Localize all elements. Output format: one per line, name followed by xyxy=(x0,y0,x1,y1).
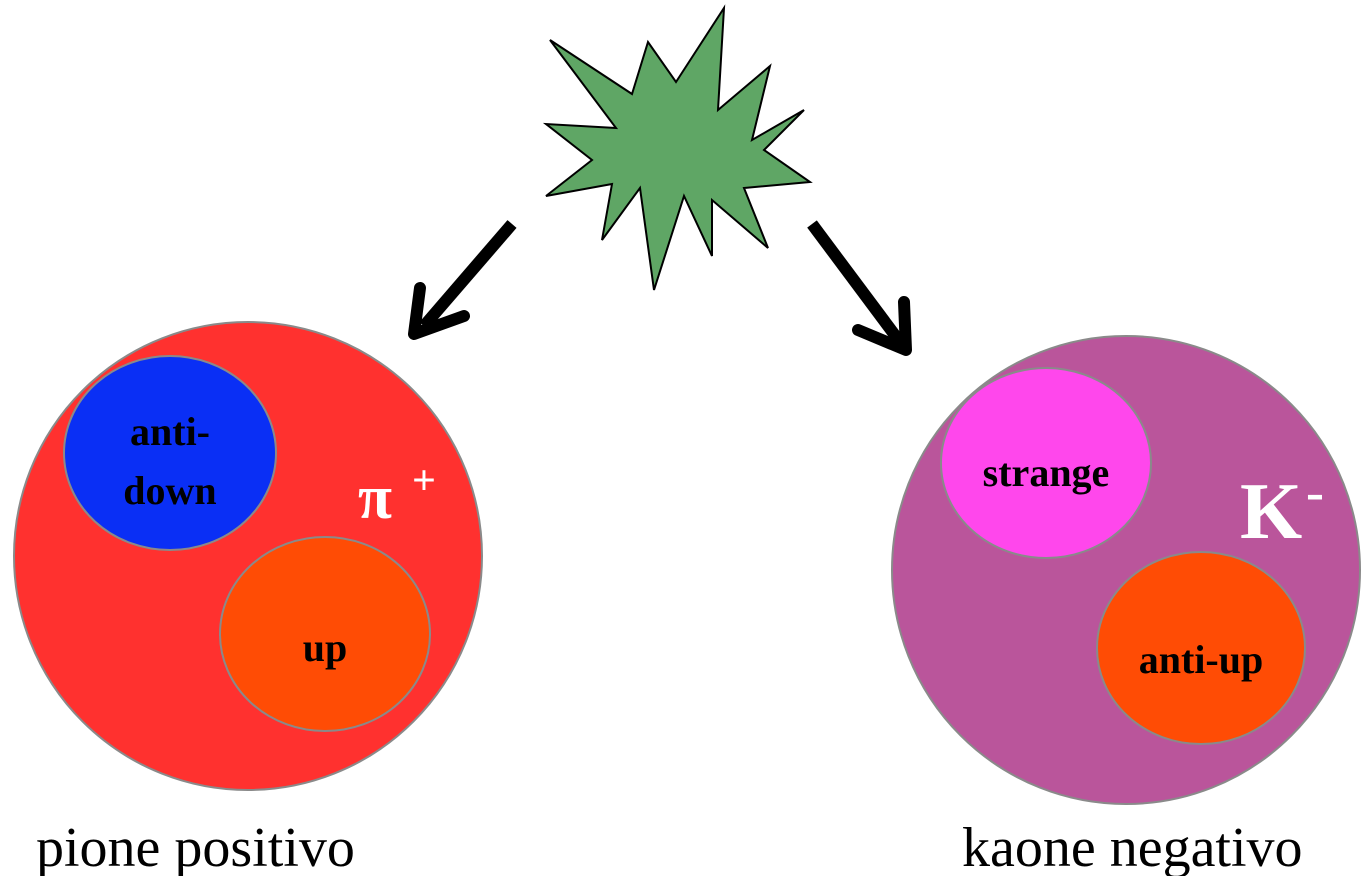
pion-charge: + xyxy=(412,458,436,504)
kaon-caption: kaone negativo xyxy=(962,817,1303,876)
arrow-to-pion-icon xyxy=(408,220,517,340)
kaon-symbol: K xyxy=(1240,468,1302,556)
anti-up-quark xyxy=(1096,551,1306,745)
kaon-particle: strange anti-up K - xyxy=(891,335,1361,805)
strange-quark xyxy=(940,367,1152,559)
anti-down-label-line1: anti- xyxy=(130,409,210,454)
arrow-to-kaon-icon xyxy=(807,220,912,356)
pion-symbol: π xyxy=(358,464,392,532)
pion-caption: pione positivo xyxy=(36,817,355,876)
up-quark xyxy=(219,536,431,732)
up-label: up xyxy=(303,625,348,670)
strange-label: strange xyxy=(983,450,1110,495)
kaon-charge: - xyxy=(1306,462,1324,522)
anti-down-quark xyxy=(63,355,277,551)
pion-particle: anti- down up π + xyxy=(13,321,483,791)
anti-down-label-line2: down xyxy=(123,468,216,513)
anti-up-label: anti-up xyxy=(1139,637,1264,682)
collision-burst-icon xyxy=(542,4,813,291)
